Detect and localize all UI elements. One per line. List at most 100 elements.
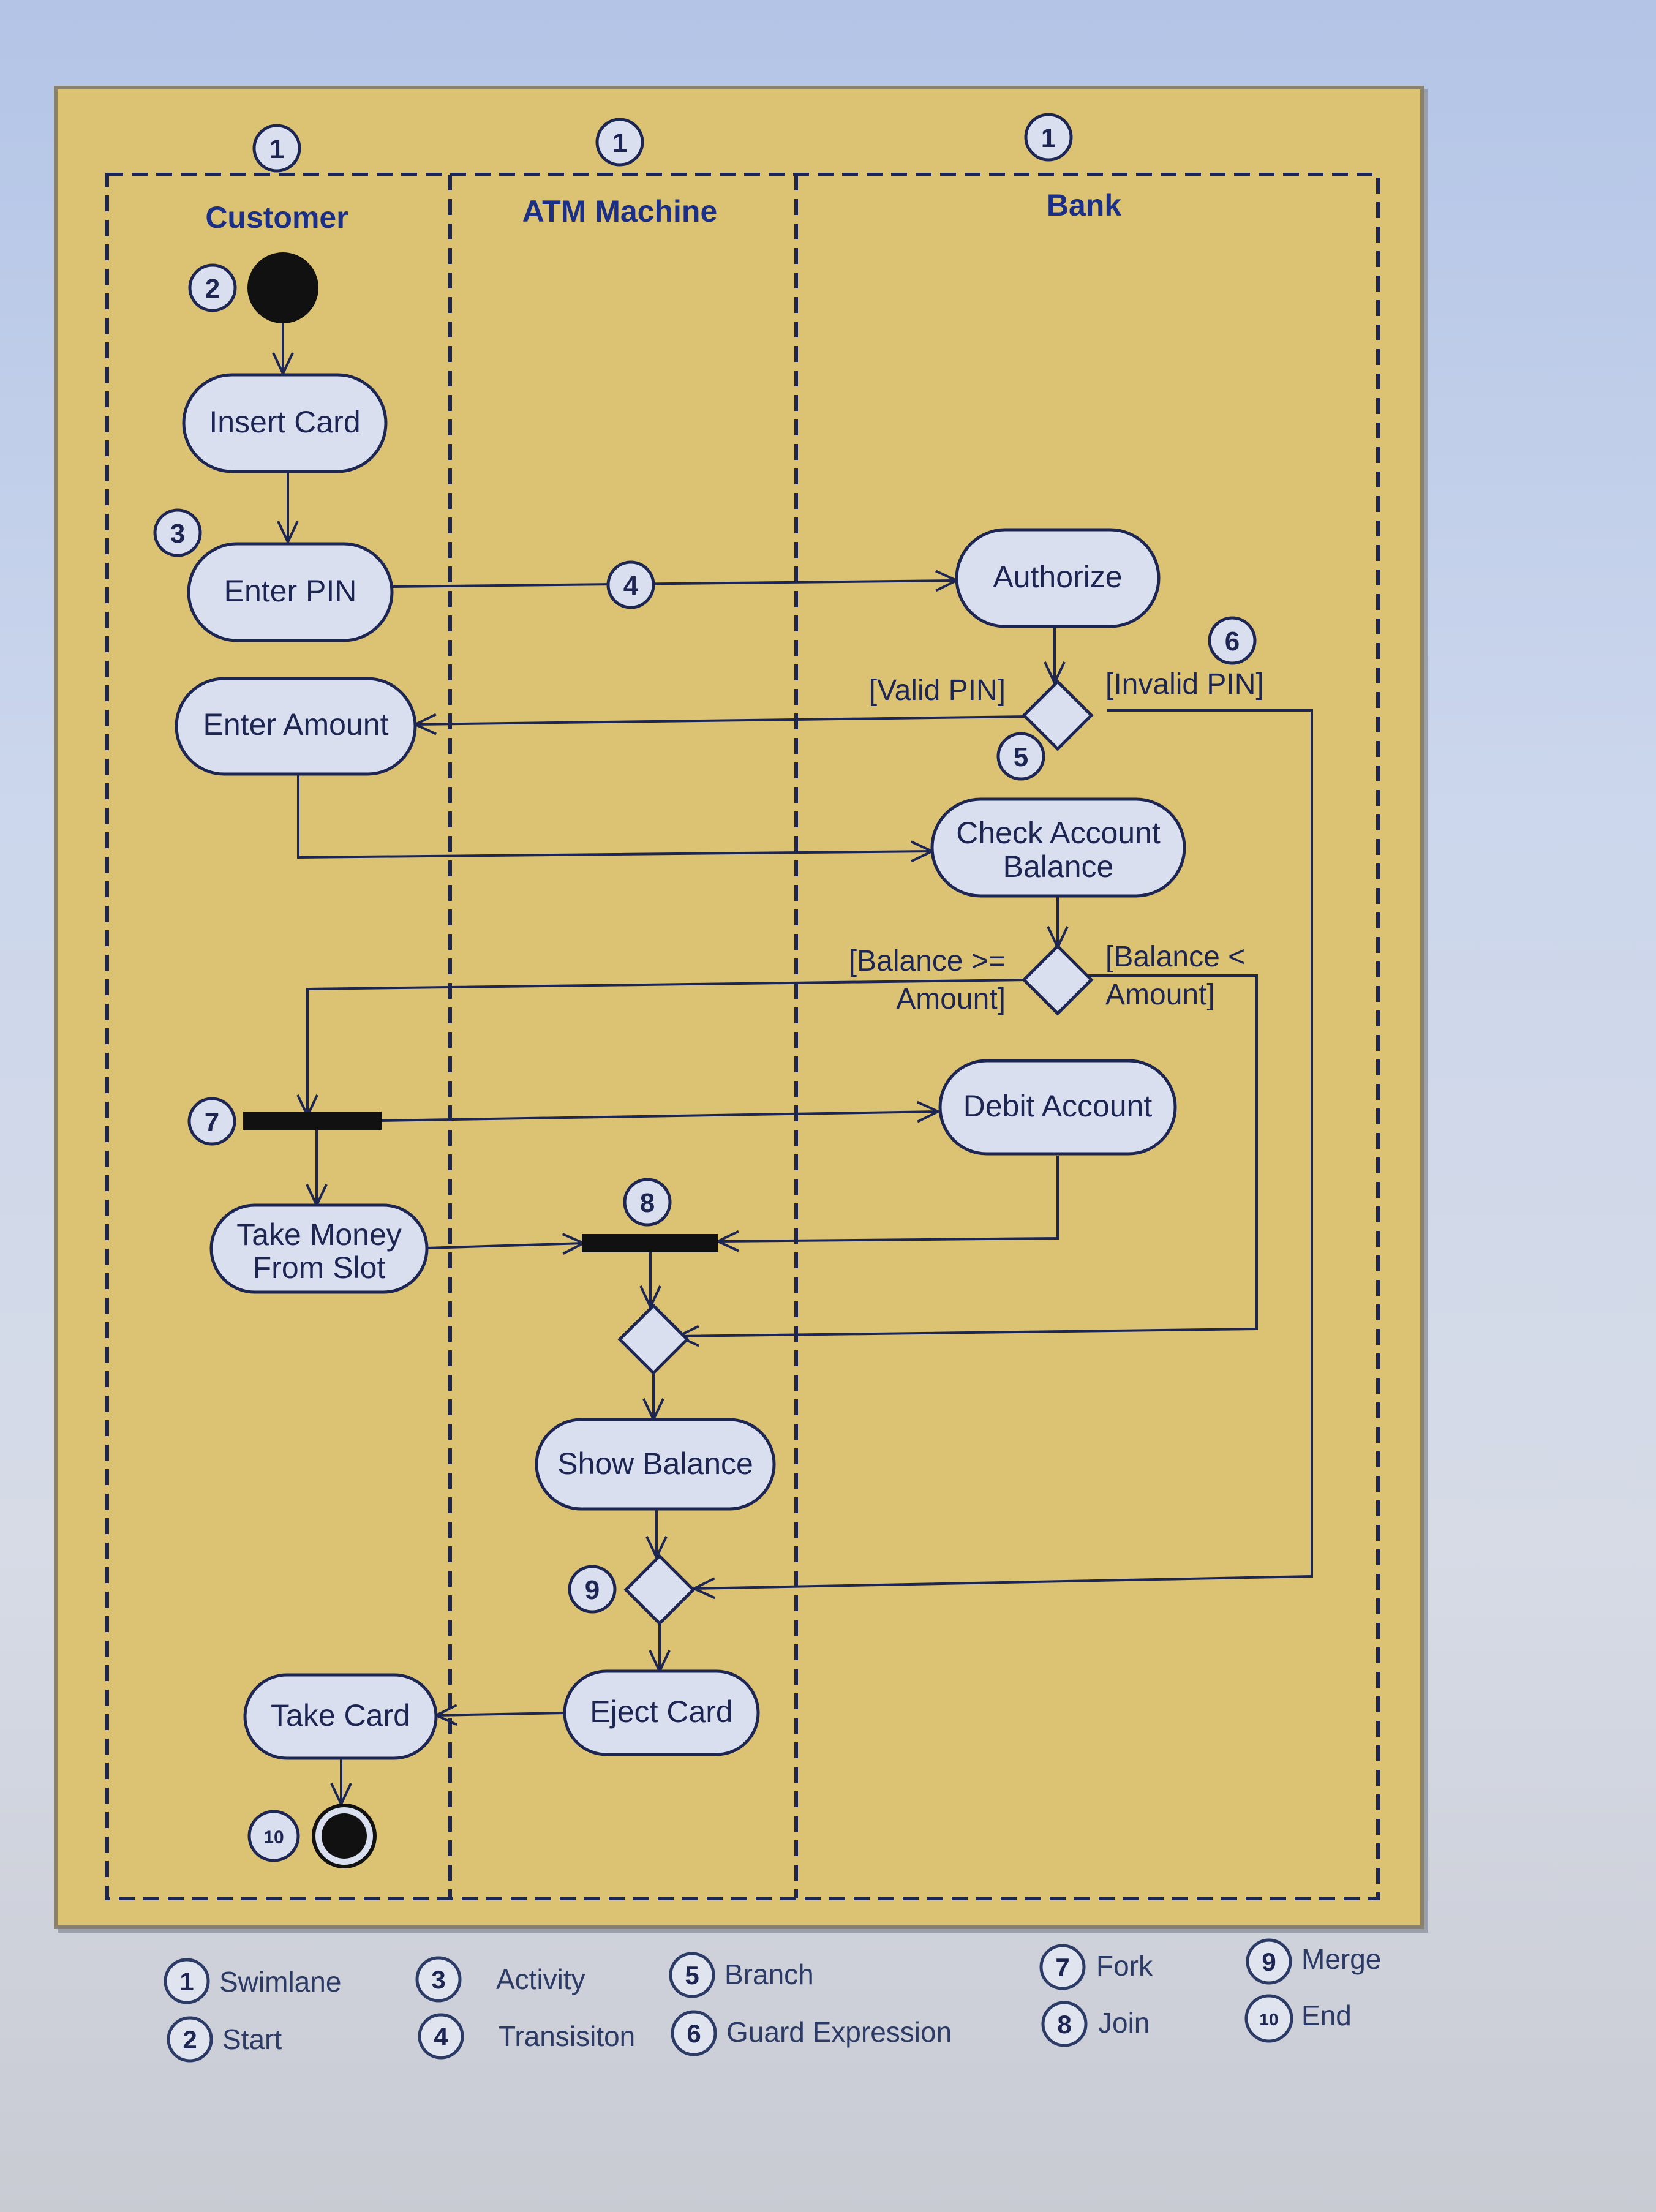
activity-badge: 3 <box>153 508 202 557</box>
svg-text:1: 1 <box>1041 123 1056 153</box>
activity-enter-amount: Enter Amount <box>175 677 417 776</box>
guard-balance-insufficient-line1: [Balance < <box>1105 941 1245 973</box>
svg-text:Debit Account: Debit Account <box>963 1089 1153 1123</box>
fork-bar <box>243 1112 382 1130</box>
fork-badge: 7 <box>187 1097 236 1146</box>
legend-guard: 6 Guard Expression <box>671 2010 952 2056</box>
svg-text:10: 10 <box>1259 2010 1278 2029</box>
svg-text:Eject Card: Eject Card <box>590 1695 732 1729</box>
svg-text:9: 9 <box>1262 1947 1276 1976</box>
legend-swimlane: 1 Swimlane <box>164 1958 341 2004</box>
activity-show-balance: Show Balance <box>535 1418 776 1511</box>
legend-fork: 7 Fork <box>1039 1944 1153 1990</box>
svg-text:3: 3 <box>431 1965 445 1994</box>
svg-text:5: 5 <box>1014 742 1028 772</box>
swimlane-badge-bank: 1 <box>1024 113 1073 162</box>
svg-text:2: 2 <box>205 274 220 304</box>
swimlane-outer-border <box>105 173 1380 1900</box>
svg-text:7: 7 <box>1055 1953 1069 1982</box>
transition-pin-to-authorize <box>391 581 957 587</box>
svg-text:Fork: Fork <box>1096 1950 1153 1982</box>
lane-title-bank: Bank <box>1047 188 1121 222</box>
activity-take-money: Take Money From Slot <box>209 1203 429 1294</box>
branch-balance-diamond <box>1022 944 1094 1016</box>
transition-debit-to-join <box>718 1156 1059 1241</box>
activity-debit-account: Debit Account <box>938 1059 1177 1156</box>
svg-text:Enter Amount: Enter Amount <box>203 707 389 742</box>
svg-text:10: 10 <box>263 1827 284 1848</box>
svg-text:6: 6 <box>687 2019 701 2048</box>
legend-activity: 3 Activity <box>415 1956 585 2003</box>
activity-authorize: Authorize <box>955 528 1161 628</box>
swimlane-badge-atm: 1 <box>595 118 644 167</box>
activity-take-card: Take Card <box>243 1673 438 1760</box>
activity-insert-card: Insert Card <box>182 373 388 473</box>
transition-invalid-pin <box>694 709 1313 1589</box>
svg-text:1: 1 <box>179 1967 194 1996</box>
svg-text:Authorize: Authorize <box>993 560 1122 594</box>
svg-text:Take Money: Take Money <box>236 1217 402 1252</box>
legend-merge: 9 Merge <box>1246 1938 1381 1985</box>
legend-start: 2 Start <box>167 2016 282 2063</box>
activity-enter-pin: Enter PIN <box>187 542 394 642</box>
svg-text:Branch: Branch <box>724 1958 814 1990</box>
svg-text:Check Account: Check Account <box>956 816 1161 850</box>
start-node <box>247 252 318 323</box>
transition-take-money-to-join <box>426 1243 584 1248</box>
svg-text:6: 6 <box>1225 626 1240 656</box>
svg-text:8: 8 <box>640 1188 655 1218</box>
svg-text:Activity: Activity <box>496 1963 585 1995</box>
guard-badge: 6 <box>1208 616 1257 665</box>
start-badge: 2 <box>188 263 237 312</box>
svg-text:Start: Start <box>222 2023 282 2055</box>
svg-text:4: 4 <box>623 571 639 601</box>
svg-text:1: 1 <box>269 134 284 164</box>
swimlane-badge-customer: 1 <box>252 124 301 173</box>
svg-text:Balance: Balance <box>1003 849 1114 884</box>
svg-text:2: 2 <box>183 2025 197 2054</box>
svg-text:From Slot: From Slot <box>253 1251 386 1285</box>
svg-text:Show Balance: Show Balance <box>557 1446 753 1481</box>
svg-text:9: 9 <box>585 1575 600 1605</box>
legend: 1 Swimlane 2 Start 3 Activity 4 Transisi… <box>164 1938 1381 2063</box>
swimlane-borders <box>105 173 1380 1900</box>
merge-diamond-lower <box>623 1554 696 1626</box>
guard-balance-insufficient-line2: Amount] <box>1105 979 1215 1011</box>
end-node <box>312 1804 377 1868</box>
join-bar <box>582 1234 718 1252</box>
transition-balance-insufficient <box>678 974 1258 1336</box>
activity-check-account-balance: Check Account Balance <box>930 797 1186 898</box>
transition-balance-sufficient <box>307 979 1028 1116</box>
svg-text:7: 7 <box>205 1107 219 1137</box>
legend-transition: 4 Transisiton <box>418 2013 635 2060</box>
transitions <box>283 312 1313 1804</box>
svg-text:Merge: Merge <box>1301 1943 1381 1975</box>
transition-amount-to-check <box>297 773 932 857</box>
legend-join: 8 Join <box>1041 2001 1150 2047</box>
lane-title-customer: Customer <box>205 200 348 235</box>
svg-text:Guard Expression: Guard Expression <box>726 2016 952 2048</box>
branch-pin-diamond <box>1022 679 1094 751</box>
svg-text:End: End <box>1301 1999 1352 2031</box>
transition-fork-to-debit <box>379 1112 938 1121</box>
legend-branch: 5 Branch <box>669 1952 814 1998</box>
svg-text:Join: Join <box>1098 2007 1150 2039</box>
guard-invalid-pin: [Invalid PIN] <box>1105 668 1264 701</box>
end-badge: 10 <box>247 1810 300 1862</box>
transition-eject-to-take-card <box>436 1713 565 1715</box>
branch-badge: 5 <box>996 732 1045 781</box>
svg-text:5: 5 <box>685 1961 699 1990</box>
svg-text:3: 3 <box>170 519 185 549</box>
svg-text:Take Card: Take Card <box>271 1698 410 1732</box>
guard-balance-sufficient-line2: Amount] <box>896 983 1006 1015</box>
transition-valid-pin <box>415 717 1031 724</box>
merge-diamond-upper <box>617 1303 690 1375</box>
svg-text:Transisiton: Transisiton <box>499 2020 635 2052</box>
guard-balance-sufficient-line1: [Balance >= <box>849 945 1006 977</box>
guard-valid-pin: [Valid PIN] <box>869 674 1006 707</box>
join-badge: 8 <box>623 1178 672 1227</box>
activity-eject-card: Eject Card <box>563 1669 760 1756</box>
lane-title-atm: ATM Machine <box>522 194 718 228</box>
svg-text:Swimlane: Swimlane <box>219 1966 341 1998</box>
